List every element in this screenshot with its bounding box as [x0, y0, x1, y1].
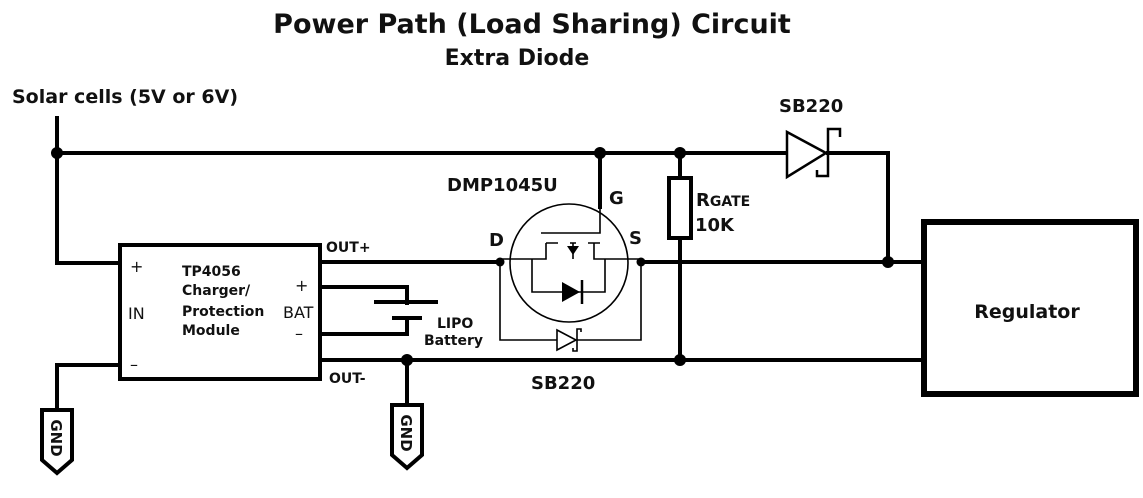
gate-resistor: RGATE 10K: [667, 176, 750, 240]
regulator-label: Regulator: [974, 301, 1080, 323]
battery-label-line-2: Battery: [424, 333, 483, 349]
charger-out-minus-label: OUT-: [329, 371, 366, 387]
mosfet-body-circle: [509, 203, 629, 323]
mosfet-drain-leg: [500, 243, 547, 260]
gnd-right-symbol: [390, 403, 424, 471]
gnd-left-label: GND: [47, 419, 65, 456]
wire-diode-to-regulator: [834, 151, 890, 264]
charger-in-plus: +: [130, 257, 143, 276]
bypass-diode-part-label: SB220: [531, 373, 595, 394]
charger-bat-minus: –: [295, 324, 303, 343]
charger-box: [118, 243, 322, 381]
regulator-box: [921, 219, 1139, 397]
lipo-battery: LIPO Battery: [374, 300, 483, 349]
charger-name-line-4: Module: [182, 323, 240, 339]
resistor-name: RGATE: [696, 190, 750, 211]
gnd-left-symbol: [40, 408, 74, 476]
top-schottky-diode: SB220: [779, 96, 843, 180]
junction-solar: [51, 147, 63, 159]
mosfet-drain-label: D: [489, 230, 504, 251]
wires: [55, 116, 924, 412]
wire-in-minus-gnd: [55, 363, 122, 412]
diagram-title: Power Path (Load Sharing) Circuit: [273, 9, 791, 40]
charger-name-line-1: TP4056: [182, 264, 241, 280]
regulator: Regulator: [921, 219, 1139, 397]
charger-in-minus: –: [130, 355, 138, 374]
mosfet-part-label: DMP1045U: [447, 175, 558, 196]
battery-label-line-1: LIPO: [437, 316, 473, 332]
wire-battery-minus: [318, 316, 409, 336]
diagram-subtitle: Extra Diode: [445, 46, 590, 71]
resistor-name-main: R: [696, 190, 710, 211]
wire-battery-plus: [318, 285, 409, 305]
gnd-right-label: GND: [397, 414, 415, 451]
bypass-diode-triangle-icon: [556, 328, 578, 352]
ground-right: GND: [390, 403, 424, 471]
body-diode-icon: [562, 282, 580, 302]
mosfet-source-label: S: [629, 228, 642, 249]
wire-solar-input: [55, 116, 122, 265]
mosfet-gate-label: G: [609, 188, 624, 209]
resistor-value: 10K: [695, 215, 735, 236]
charger-module: + IN – TP4056 Charger/ Protection Module…: [118, 240, 371, 387]
bypass-wire-right: [577, 262, 642, 341]
charger-out-plus-label: OUT+: [326, 240, 371, 256]
junction-gate: [594, 147, 606, 159]
junction-resistor-top: [674, 147, 686, 159]
resistor-body: [667, 176, 693, 240]
top-diode-part-label: SB220: [779, 96, 843, 117]
solar-cells-label: Solar cells (5V or 6V): [12, 86, 238, 108]
p-mosfet: DMP1045U G D S: [447, 175, 642, 323]
junction-out-minus-gnd: [401, 354, 413, 366]
charger-bat-plus: +: [295, 276, 308, 295]
charger-name-line-2: Charger/: [182, 283, 251, 299]
bypass-schottky-diode: SB220: [499, 262, 642, 394]
resistor-name-sub: GATE: [710, 194, 750, 210]
mosfet-gate-plate: [541, 207, 601, 234]
mosfet-source-leg: [593, 243, 641, 260]
ground-left: GND: [40, 408, 74, 476]
top-diode-triangle-icon: [785, 129, 829, 180]
charger-in-label: IN: [128, 304, 145, 323]
charger-name-line-3: Protection: [182, 304, 264, 320]
mosfet-arrow-icon: [567, 246, 579, 255]
junction-regulator-in: [882, 256, 894, 268]
bypass-diode-schottky-bar: [572, 328, 582, 352]
junction-resistor-bottom: [674, 354, 686, 366]
bypass-wire-left: [499, 262, 557, 341]
charger-bat-label: BAT: [283, 303, 314, 322]
